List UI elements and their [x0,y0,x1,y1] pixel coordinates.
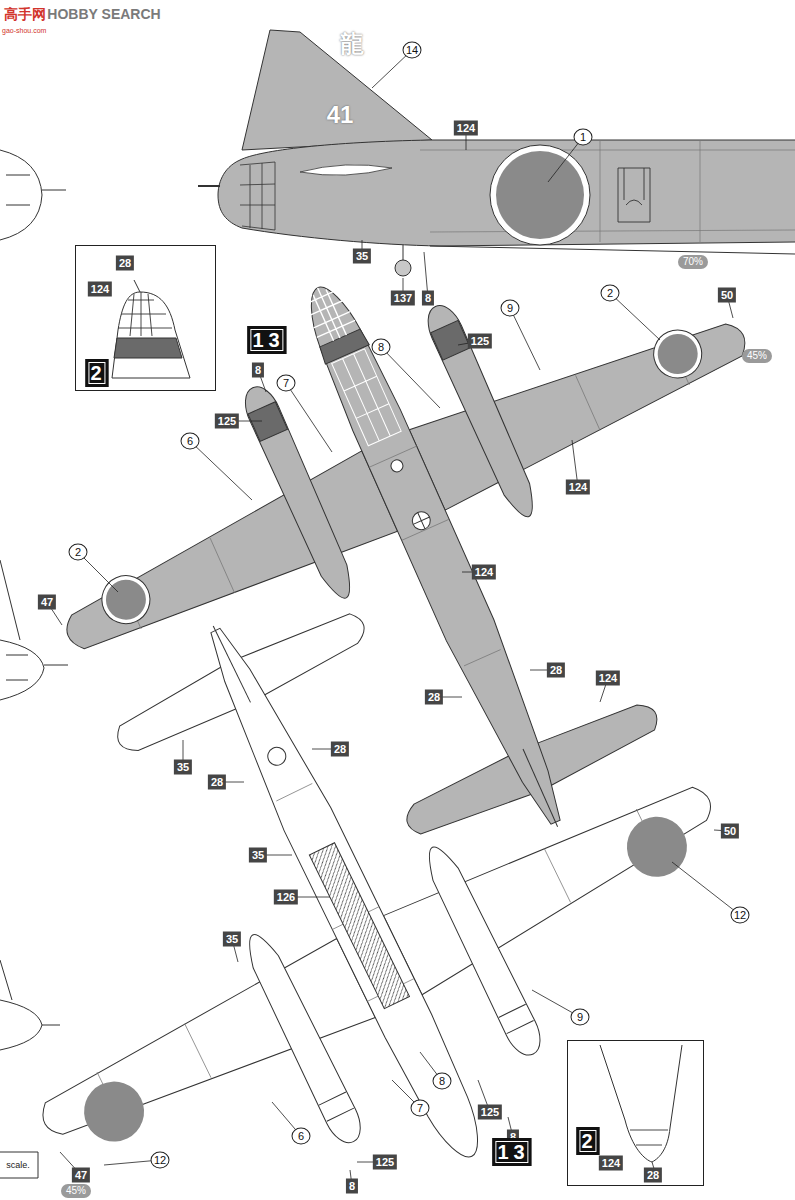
callout-number: 124 [454,121,478,136]
scale-note: 45% [61,1184,91,1198]
callout-number: 7 [411,1100,430,1117]
callout-number: 137 [391,291,415,306]
callout-number: 7 [277,375,296,392]
watermark: gao-shou.com [2,27,46,34]
callout-number: 1 [574,129,593,146]
leader-line [381,347,440,408]
callout-number: 125 [468,334,492,349]
leader-line [190,441,252,500]
callout-number: 14 [403,42,422,59]
callout-number: 50 [721,824,739,839]
callout-number: 6 [292,1128,311,1145]
callout-number: 124 [472,565,496,580]
leader-line [286,383,332,452]
leader-line [510,308,540,370]
callout-number: 124 [596,671,620,686]
callout-number: 12 [731,907,750,924]
callout-number: 28 [331,742,349,757]
version-badge: 2 [85,359,108,387]
tail-marking: 龍 [340,32,364,56]
callout-number: 124 [566,480,590,495]
callout-number: 28 [208,775,226,790]
callout-number: 28 [547,663,565,678]
callout-number: 124 [599,1156,623,1171]
callout-number: 8 [433,1073,452,1090]
leader-line [610,293,660,340]
scale-note: 70% [678,255,708,269]
callout-number: 28 [425,690,443,705]
callout-number: 12 [151,1152,170,1169]
leader-line [672,862,740,915]
callout-number: 8 [252,363,264,378]
callout-number: 35 [223,932,241,947]
detail-inset: 28 124 2 [75,245,216,391]
version-badge: 13 [492,1138,531,1166]
callout-number: 124 [88,282,112,297]
callout-number: 8 [372,339,391,356]
callout-number: 50 [718,288,736,303]
callout-number: 8 [422,291,434,306]
callout-number: 125 [478,1105,502,1120]
callout-number: 6 [181,433,200,450]
watermark: HOBBY SEARCH [47,7,160,21]
callout-number: 28 [116,256,134,271]
callout-number: 35 [249,848,267,863]
version-badge: 13 [247,326,286,354]
scale-note: 45% [742,349,772,363]
detail-inset: 2124 28 [567,1040,704,1186]
callout-number: 125 [215,414,239,429]
callout-number: 2 [69,544,88,561]
callout-number: 35 [353,249,371,264]
callout-number: 35 [174,760,192,775]
version-badge: 2 [576,1127,599,1155]
callout-number: 28 [644,1168,662,1183]
note: scale. [5,1160,31,1171]
callout-number: 9 [501,300,520,317]
callout-number: 9 [571,1009,590,1026]
callout-number: 2 [601,285,620,302]
callout-number: 47 [72,1168,90,1183]
callout-number: 8 [346,1179,358,1194]
callout-number: 47 [38,595,56,610]
callout-number: 126 [274,890,298,905]
tail-marking: 41 [327,103,354,127]
watermark: 高手网 [4,7,46,21]
callout-number: 125 [373,1155,397,1170]
